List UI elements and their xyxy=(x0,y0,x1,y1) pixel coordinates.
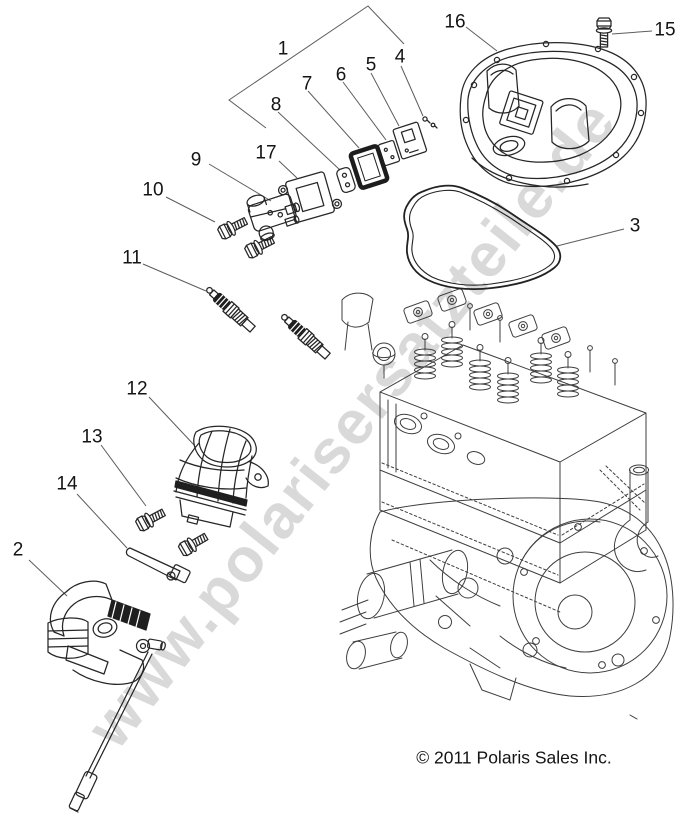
leader-line-16 xyxy=(465,26,498,52)
leader-line-5 xyxy=(370,72,400,127)
leader-line-6 xyxy=(342,81,387,141)
callout-9: 9 xyxy=(190,149,202,171)
callout-11: 11 xyxy=(122,247,142,269)
leader-line-10 xyxy=(165,196,216,223)
copyright-text: © 2011 Polaris Sales Inc. xyxy=(416,747,612,768)
cover-plate-illustration xyxy=(392,121,428,160)
leader-line-11 xyxy=(142,263,207,292)
callout-2: 2 xyxy=(12,539,24,561)
square-seal-illustration xyxy=(348,144,390,190)
clamp-illustration xyxy=(125,547,191,584)
throttle-body-illustration xyxy=(47,580,166,813)
leader-line-3 xyxy=(556,228,625,247)
callout-12: 12 xyxy=(126,378,148,400)
callout-13: 13 xyxy=(81,426,103,448)
leader-line-2 xyxy=(28,559,68,597)
spark-plugs-illustration xyxy=(202,283,333,362)
callout-7: 7 xyxy=(301,73,313,95)
valve-cover-illustration xyxy=(459,40,647,188)
callout-1: 1 xyxy=(277,38,289,60)
boot-bolts-illustration xyxy=(133,505,211,559)
small-screws-illustration xyxy=(422,116,438,129)
intake-boot-illustration xyxy=(173,425,269,528)
leader-line-12 xyxy=(148,396,196,447)
callout-3: 3 xyxy=(629,215,641,237)
callout-8: 8 xyxy=(270,94,282,116)
leader-lines xyxy=(28,5,653,597)
valve-bolts-illustration xyxy=(215,213,277,261)
leader-line-4 xyxy=(400,65,424,117)
leader-line-14 xyxy=(76,493,128,549)
callout-15: 15 xyxy=(654,19,676,41)
callout-14: 14 xyxy=(56,473,78,495)
cover-bolt-illustration xyxy=(595,17,613,48)
leader-line-17 xyxy=(278,160,298,179)
air-valve-illustration xyxy=(246,193,301,242)
valve-gasket-illustration xyxy=(277,171,343,223)
callout-16: 16 xyxy=(444,11,466,33)
leader-line-1 xyxy=(228,5,405,129)
leader-line-15 xyxy=(611,30,653,35)
engine-illustration xyxy=(339,287,674,720)
leader-line-7 xyxy=(307,90,360,149)
leader-line-8 xyxy=(277,111,341,171)
callout-5: 5 xyxy=(365,54,377,76)
callout-6: 6 xyxy=(335,64,347,86)
cover-gasket-illustration xyxy=(403,184,562,291)
callout-10: 10 xyxy=(142,179,164,201)
leader-line-13 xyxy=(100,444,147,507)
callout-4: 4 xyxy=(394,46,406,68)
callout-17: 17 xyxy=(255,142,277,164)
grommet-illustration xyxy=(336,166,356,194)
